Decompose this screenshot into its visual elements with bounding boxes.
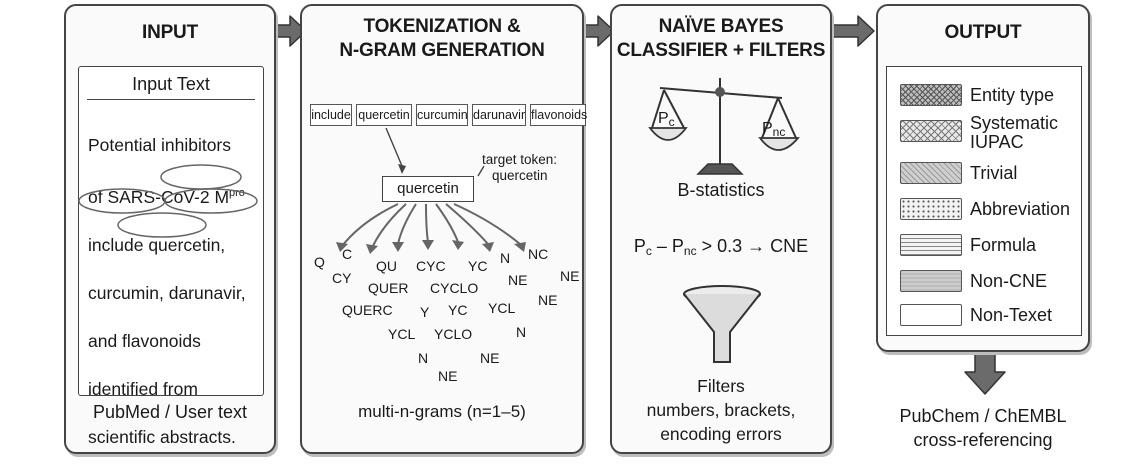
balance-scale-icon — [648, 78, 800, 175]
pan-left-label: Pc — [658, 110, 675, 129]
target-token-box: quercetin — [382, 176, 474, 202]
input-text-box: Input Text Potential inhibitors of SARS-… — [78, 66, 264, 447]
classifier-panel: NAÏVE BAYES CLASSIFIER + FILTERS Pc Pnc … — [610, 4, 832, 454]
filters-block: Filters numbers, brackets, encoding erro… — [612, 374, 830, 446]
filters-line1: numbers, brackets, — [646, 400, 796, 420]
ngram-label: NE — [438, 368, 458, 384]
target-note-line1: target token: — [482, 152, 558, 167]
xref-label: PubChem / ChEMBL cross-referencing — [876, 404, 1090, 452]
tokenization-arrows — [336, 127, 526, 254]
input-panel: INPUT Input Text Potential inhibitors of… — [64, 4, 276, 454]
ngram-label: NE — [480, 350, 500, 366]
entity-highlight-ovals — [78, 164, 258, 238]
flow-arrows — [275, 15, 1006, 395]
ngram-label: NE — [560, 268, 580, 284]
ngram-label: QU — [376, 258, 397, 274]
tokenization-panel: TOKENIZATION & N-GRAM GENERATION include… — [300, 4, 587, 454]
input-line-4: curcumin, darunavir, — [88, 282, 246, 303]
xref-line1: PubChem / ChEMBL — [899, 406, 1067, 426]
ngram-label: YC — [468, 258, 488, 274]
token-chip: curcumin — [416, 104, 468, 126]
blank-swatch — [900, 304, 962, 326]
highlight-quercetin — [160, 164, 242, 190]
legend-label: Non-CNE — [970, 271, 1048, 291]
highlight-curcumin — [78, 188, 166, 214]
ngram-label: N — [516, 324, 527, 340]
input-text-box-title: Input Text — [87, 69, 255, 100]
ngram-label: CYCLO — [430, 280, 479, 296]
ngram-label: NE — [508, 272, 528, 288]
diagonal-swatch — [900, 162, 962, 184]
legend-label: Abbreviation — [970, 199, 1071, 219]
classifier-title-line2: CLASSIFIER + FILTERS — [616, 40, 826, 61]
target-note-line2: quercetin — [492, 168, 548, 183]
arrow-classifier-to-output — [831, 15, 875, 47]
input-line-5: and flavonoids — [88, 330, 201, 351]
classifier-title-line1: NAÏVE BAYES — [658, 16, 784, 37]
ngram-label: YCL — [388, 326, 416, 342]
input-title: INPUT — [141, 22, 198, 43]
output-title: OUTPUT — [944, 22, 1022, 43]
ngram-label: Q — [314, 254, 325, 270]
arrow-input-to-tokenization — [275, 15, 307, 47]
crosshatch-light-swatch — [900, 120, 962, 142]
funnel-icon — [683, 285, 761, 363]
grey-shade-swatch — [900, 270, 962, 292]
input-line-1: Potential inhibitors — [88, 135, 231, 155]
ngram-label: Y — [420, 304, 430, 320]
pan-right-label: Pnc — [762, 120, 786, 139]
ngram-label: YCL — [488, 300, 516, 316]
filters-line2: encoding errors — [660, 424, 782, 444]
output-panel: OUTPUT Entity type Systematic IUPAC Triv… — [876, 4, 1090, 352]
horizontal-lines-swatch — [900, 234, 962, 256]
tokenization-title-line2: N-GRAM GENERATION — [339, 40, 545, 61]
dots-swatch — [900, 198, 962, 220]
token-chip: quercetin — [356, 104, 412, 126]
arrow-output-to-xref — [964, 351, 1006, 395]
legend-label: Trivial — [970, 163, 1018, 183]
ngram-label: YC — [448, 302, 468, 318]
input-footer: PubMed / User text — [92, 402, 248, 422]
ngram-label: N — [500, 250, 511, 266]
ngram-label: QUER — [368, 280, 409, 296]
tokenization-title-line1: TOKENIZATION & — [363, 16, 521, 37]
arrow-tokenization-to-classifier — [583, 15, 615, 47]
token-chip: include — [310, 104, 352, 126]
xref-line2: cross-referencing — [913, 430, 1053, 450]
decision-rule: Pc – Pnc > 0.3 → CNE — [633, 236, 809, 258]
token-chip: flavonoids — [530, 104, 587, 126]
ngram-label: QUERC — [342, 302, 393, 318]
ngram-label: NC — [528, 246, 549, 262]
ngram-label: CYC — [416, 258, 446, 274]
legend-label: Entity type — [970, 85, 1055, 105]
legend-label: Non-Texet — [970, 305, 1053, 325]
ngram-label: NE — [538, 292, 558, 308]
chip-to-target-arrow — [385, 127, 403, 167]
legend-label: Systematic IUPAC — [970, 113, 1059, 152]
target-token-note: target token: quercetin — [482, 152, 557, 184]
ngram-label: YCLO — [434, 326, 473, 342]
filters-title: Filters — [697, 376, 745, 396]
token-chip: darunavir — [472, 104, 526, 126]
highlight-flavonoids — [117, 212, 207, 238]
input-line-3: include quercetin, — [88, 234, 226, 255]
fan-out-arrows — [341, 203, 521, 249]
statistic-label: B-statistics — [677, 180, 765, 200]
crosshatch-dense-swatch — [900, 84, 962, 106]
input-line-6: identified from — [88, 378, 198, 399]
highlight-darunavir — [164, 188, 258, 214]
ngram-label: N — [418, 350, 429, 366]
ngram-label: CY — [332, 270, 352, 286]
ngram-caption: multi-n-grams (n=1–5) — [358, 402, 526, 421]
ngram-label: C — [342, 246, 353, 262]
input-line-7: scientific abstracts. — [88, 426, 236, 447]
legend-label: Formula — [970, 235, 1037, 255]
